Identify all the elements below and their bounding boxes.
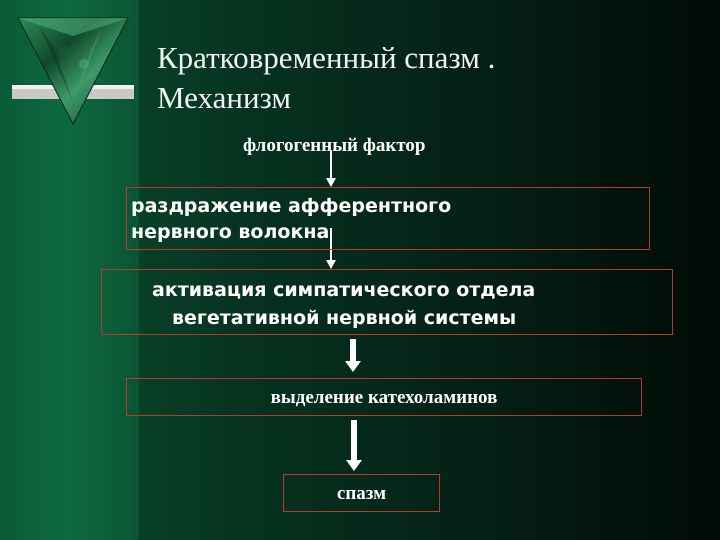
step-text-line: нервного волокна (131, 221, 330, 243)
flow-step-spasm: спазм (283, 474, 440, 512)
flow-step-catecholamine-release: выделение катехоламинов (126, 378, 642, 416)
slide-title: Кратковременный спазм . Механизм (157, 38, 677, 118)
phlogogenic-factor-label: флогогенный фактор (243, 135, 426, 156)
title-line-2: Механизм (157, 80, 291, 115)
step-text-line: активация симпатического отдела (152, 279, 536, 301)
step-text-line: вегетативной нервной системы (172, 307, 517, 329)
arrow-down-icon (346, 420, 362, 471)
title-line-1: Кратковременный спазм . (157, 40, 496, 75)
triangle-logo-icon (12, 17, 134, 126)
arrow-down-icon (326, 228, 336, 269)
flow-step-sympathetic-activation: активация симпатического отдела вегетати… (101, 269, 673, 335)
flow-step-afferent-irritation: раздражение афферентного нервного волокн… (126, 187, 650, 250)
arrow-down-icon (326, 150, 336, 187)
step-text-line: раздражение афферентного (131, 195, 452, 217)
arrow-down-icon (345, 339, 361, 372)
